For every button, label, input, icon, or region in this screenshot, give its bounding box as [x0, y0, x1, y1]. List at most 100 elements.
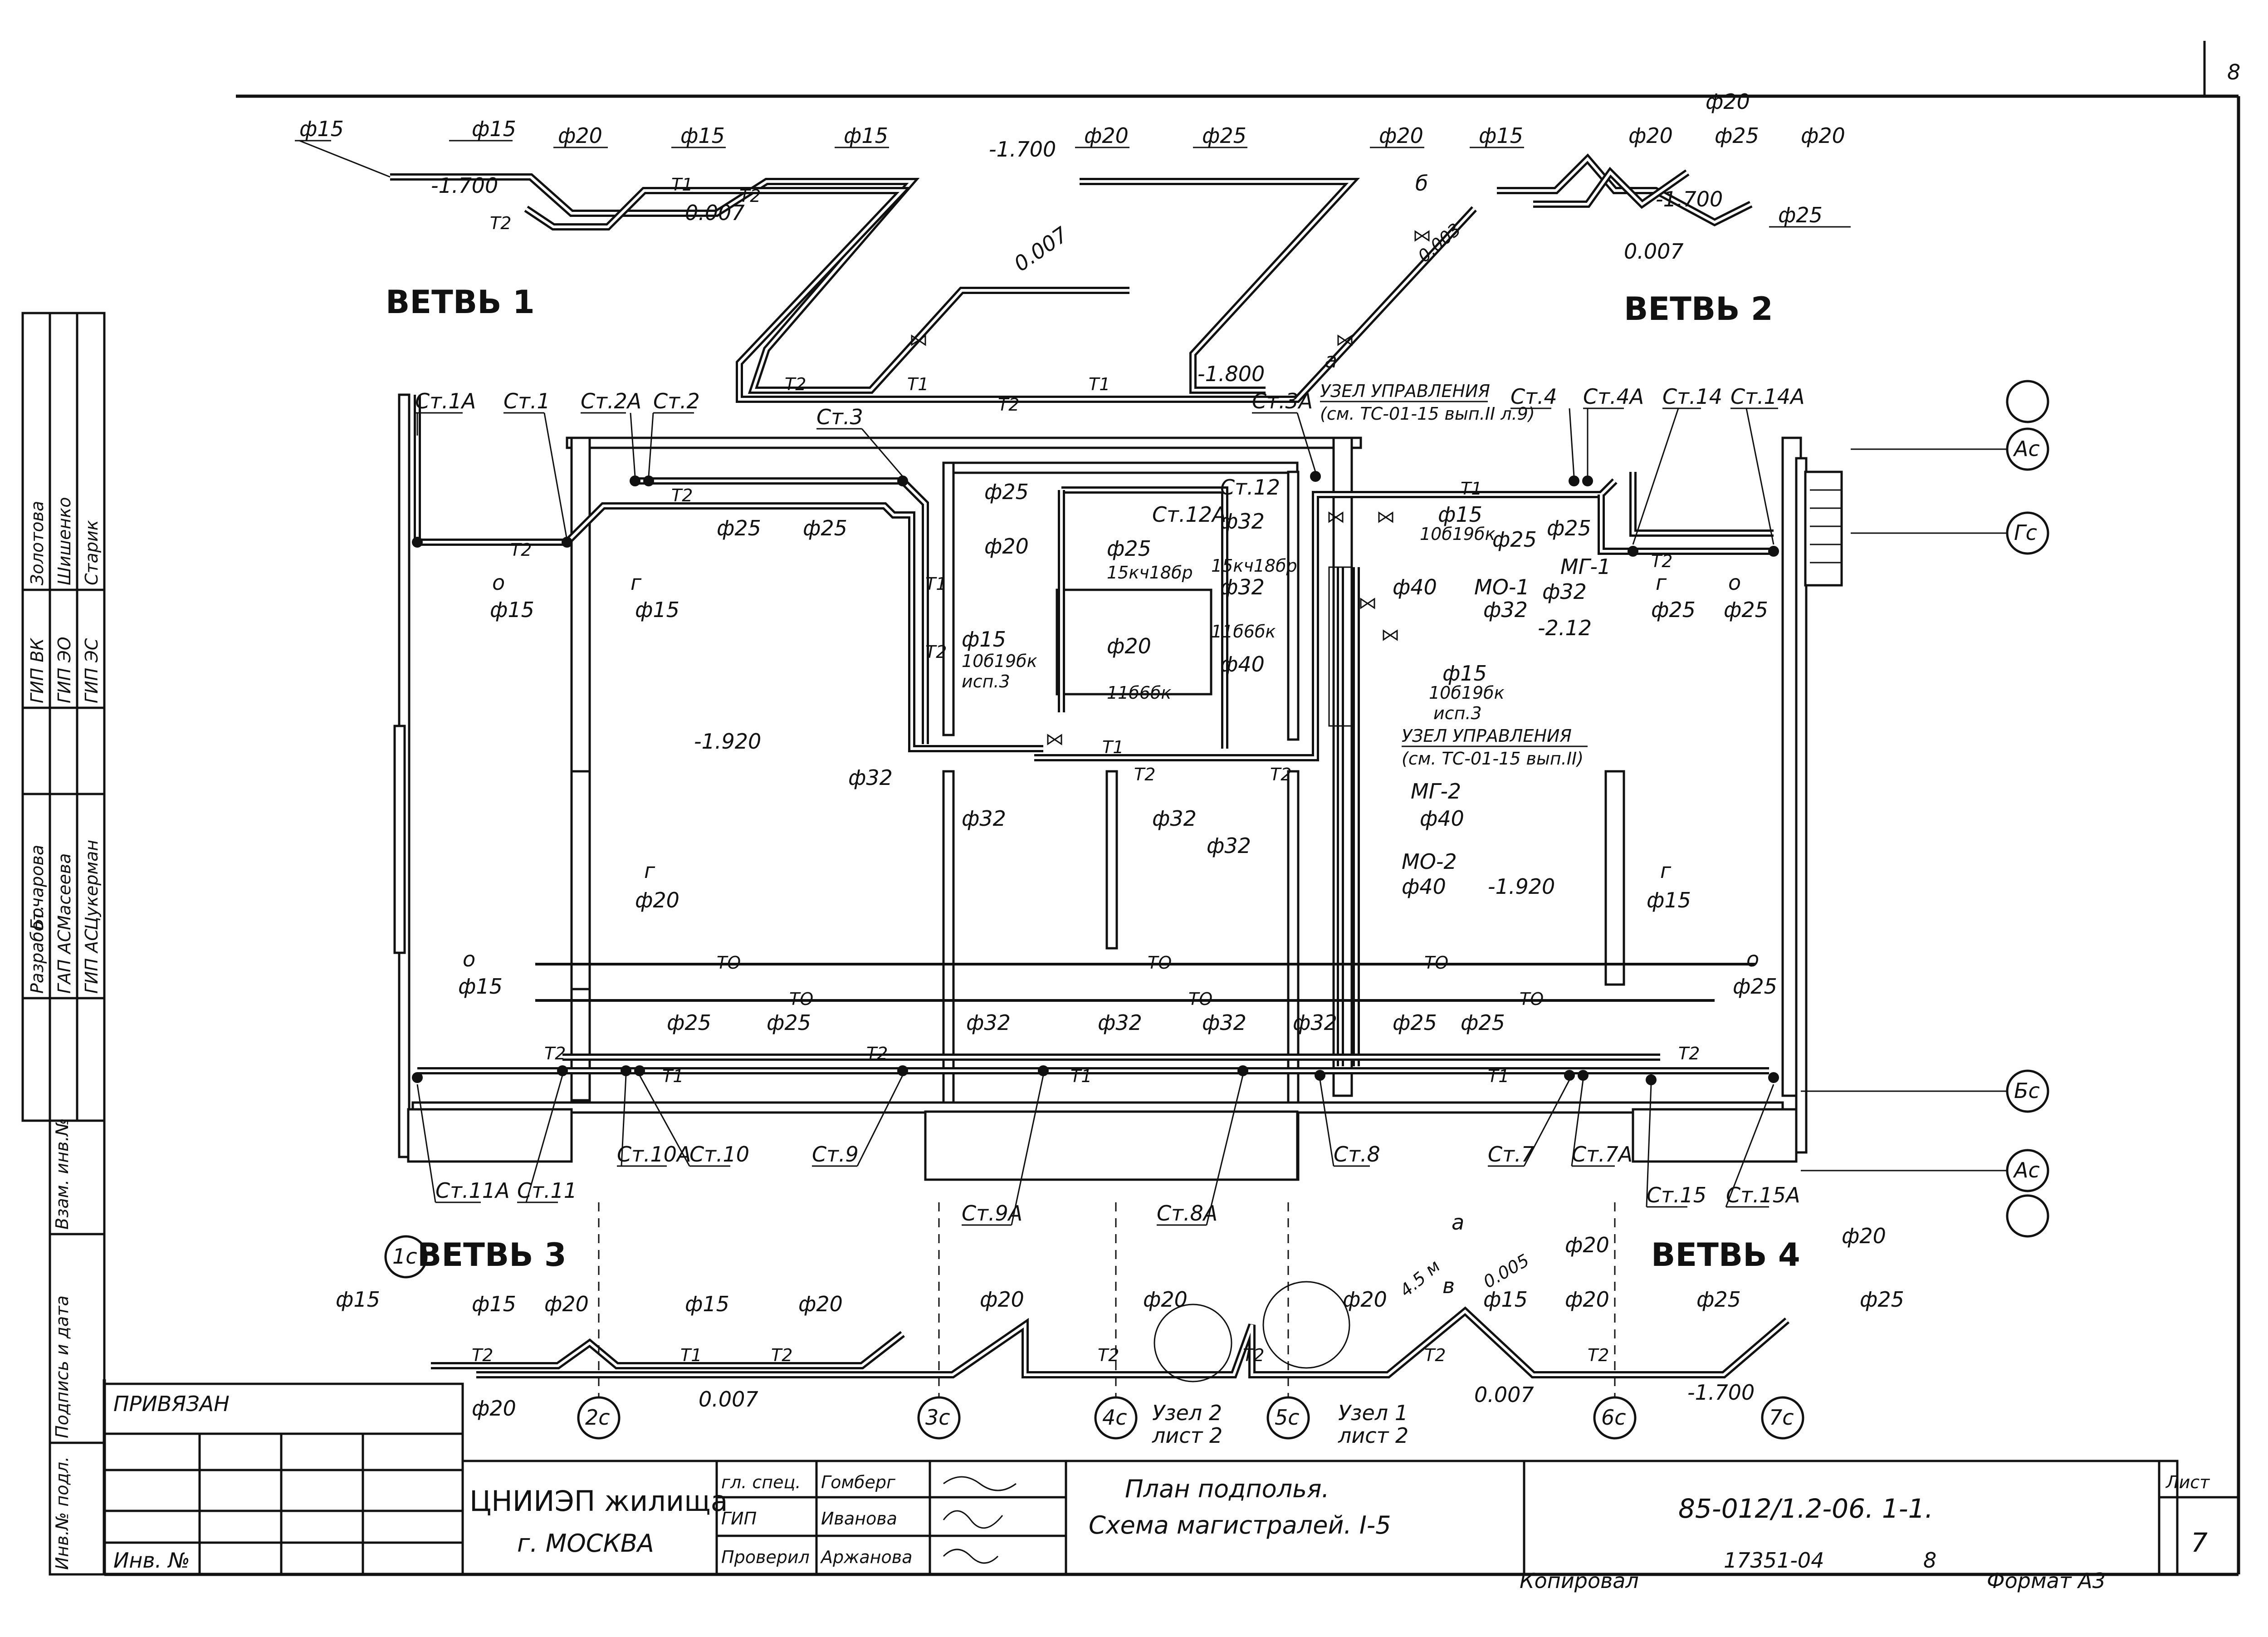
slope-mark: 0.007 — [1624, 239, 1684, 264]
diameter-label: ф25 — [1461, 1010, 1505, 1035]
side-col: Взам. инв.№ — [52, 1118, 72, 1230]
side-role: ГИП ЭО — [54, 637, 74, 703]
archive-number: 17351-04 — [1724, 1548, 1824, 1573]
diameter-label: ф25 — [984, 480, 1029, 504]
diameter-label: ф15 — [962, 627, 1006, 652]
pipe-tag: Т2 — [490, 213, 511, 233]
pipe-tag: Т2 — [998, 395, 1019, 415]
diameter-label: ф25 — [667, 1010, 711, 1035]
riser-label: Ст.8А — [1157, 1201, 1217, 1225]
pipe-tag: Т2 — [739, 186, 761, 206]
pipe-tag: Т2 — [925, 642, 947, 662]
title-block: ПРИВЯЗАН Инв. № ЦНИИЭП жилища г. МОСКВА … — [103, 1382, 2239, 1576]
riser-label: Ст.12 — [1220, 475, 1280, 500]
side-stamp: Разработ. Бочарова ГАП АС Масеева ГИП АС… — [21, 312, 106, 1576]
axis-label: 1с — [392, 1244, 417, 1269]
pipe-tag: Т2 — [671, 485, 693, 505]
riser-label: Ст.1 — [503, 389, 550, 413]
stamp-role: ГИП — [721, 1509, 757, 1529]
diameter-label: ф32 — [966, 1010, 1011, 1035]
branch-3-label: ВЕТВЬ 3 — [417, 1236, 567, 1274]
diameter-label: ф20 — [1379, 123, 1423, 148]
diameter-label: ф25 — [1393, 1010, 1437, 1035]
pipe-tag: Т1 — [1102, 737, 1124, 757]
diameter-label: ф32 — [1220, 575, 1265, 599]
side-role: ГИП ВК — [27, 637, 47, 703]
diameter-label: ф20 — [472, 1396, 516, 1421]
riser-label: Ст.8 — [1334, 1142, 1380, 1166]
riser-label: Ст.11 — [517, 1178, 577, 1203]
execution-label: исп.3 — [1433, 703, 1482, 723]
diameter-label: ф20 — [1107, 634, 1151, 658]
valve-type-label: 10б19бк — [962, 651, 1037, 671]
pipe-tags: Т2 Т2 Т1 Т2 Т1 Т2 Т2 Т1 Т2 ТО ТО ТО ТО Т… — [472, 175, 1700, 1365]
diameter-label: ф20 — [1628, 123, 1673, 148]
slope-mark: 0.005 — [1480, 1250, 1533, 1292]
elevation-mark: -1.700 — [1656, 187, 1723, 211]
side-name: Шишенко — [54, 497, 74, 585]
axis-label: 7с — [1769, 1405, 1794, 1430]
node-ref-1-sheet: лист 2 — [1338, 1423, 1408, 1448]
riser-label: Ст.4 — [1510, 384, 1557, 409]
riser-label: Ст.7А — [1572, 1142, 1633, 1166]
diameter-label: ф20 — [635, 888, 679, 912]
control-node-2-title: УЗЕЛ УПРАВЛЕНИЯ — [1402, 726, 1572, 746]
pipe-tag: ТО — [789, 989, 813, 1009]
pipe-tag: Т1 — [680, 1345, 702, 1365]
diameter-label: ф15 — [472, 117, 516, 141]
diameter-label: ф25 — [717, 516, 761, 540]
pipe-type-label: г — [1656, 570, 1667, 595]
riser-label: Ст.15 — [1647, 1183, 1706, 1207]
pipe-tag: ТО — [717, 953, 741, 973]
pipe-tag: Т1 — [671, 175, 693, 195]
diameter-label: ф32 — [1152, 806, 1197, 831]
leader-lines — [415, 407, 1778, 1226]
valve-type-label: 10б19бк — [1429, 683, 1505, 703]
diameter-label: ф25 — [1715, 123, 1759, 148]
footer: 17351-04 8 Копировал Формат А3 — [1520, 1548, 2106, 1593]
riser-label: Ст.10А — [617, 1142, 691, 1166]
diameter-label: ф15 — [490, 598, 534, 622]
riser-label: Ст.3 — [816, 405, 863, 429]
diameter-label: ф15 — [685, 1292, 729, 1316]
diameter-label: ф20 — [1565, 1287, 1609, 1312]
pipe-tag: Т1 — [1070, 1066, 1092, 1086]
pipe-tag: Т1 — [1488, 1066, 1509, 1086]
riser-label: Ст.4А — [1583, 384, 1644, 409]
pipe-tag: Т2 — [785, 374, 806, 394]
riser-label: Ст.12А — [1152, 502, 1227, 527]
side-role: ГАП АС — [54, 930, 74, 994]
pipe-tag: Т2 — [1651, 551, 1672, 571]
axis-label: Бс — [2014, 1078, 2040, 1103]
elevation-mark: -1.920 — [1488, 874, 1555, 899]
axis-label: 2с — [585, 1405, 610, 1430]
pipe-tag: Т1 — [907, 374, 929, 394]
diameter-label: ф15 — [1438, 502, 1482, 527]
pipe-tag: Т1 — [1089, 374, 1110, 394]
control-node-1-ref: (см. ТС-01-15 вып.II л.9) — [1320, 404, 1535, 424]
pipe-tag: Т1 — [662, 1066, 684, 1086]
execution-label: исп.3 — [962, 671, 1010, 691]
organization-city: г. МОСКВА — [517, 1529, 654, 1558]
side-name: Цукерман — [82, 840, 102, 930]
diameter-label: ф15 — [1647, 888, 1691, 912]
pipe-tag: ТО — [1424, 953, 1448, 973]
equipment-label: МГ-1 — [1560, 554, 1611, 579]
diameter-label: ф32 — [1220, 509, 1265, 534]
pipe-tag: Т1 — [1461, 479, 1482, 499]
diameter-label: ф25 — [1696, 1287, 1741, 1312]
axis-label: Гс — [2014, 520, 2037, 545]
diameter-callouts: ф15 ф15 ф20 ф15 ф15 ф20 ф25 ф20 ф15 ф20 … — [295, 89, 1904, 1421]
elevation-mark: -1.920 — [694, 729, 761, 754]
diameter-label: ф25 — [1778, 203, 1823, 227]
axis-label: 5с — [1275, 1405, 1300, 1430]
diameter-label: ф15 — [635, 598, 679, 622]
diameter-label: ф25 — [803, 516, 847, 540]
elevation-mark: -1.800 — [1198, 362, 1265, 386]
equipment-label: МГ-2 — [1411, 779, 1461, 804]
stamp-name: Иванова — [821, 1509, 897, 1529]
diameter-label: ф20 — [1842, 1224, 1886, 1248]
privyazan-label: ПРИВЯЗАН — [113, 1392, 230, 1416]
sheet-label: Лист — [2165, 1472, 2210, 1492]
